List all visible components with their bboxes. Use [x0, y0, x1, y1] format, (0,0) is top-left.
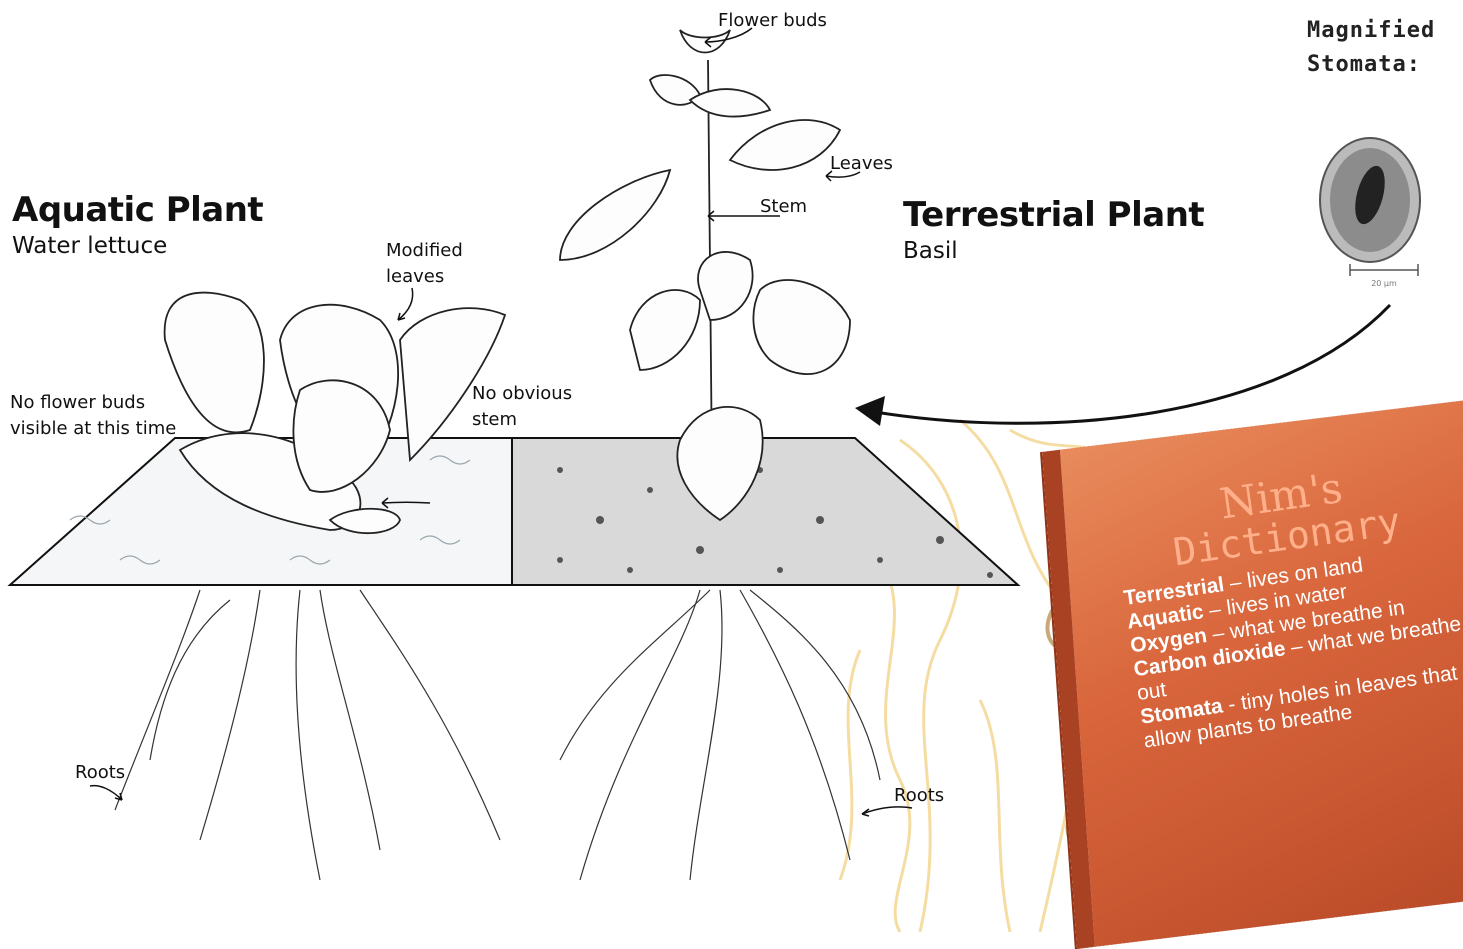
- label-no-buds-line2: visible at this time: [10, 416, 176, 442]
- aquatic-title: Aquatic Plant: [12, 190, 263, 230]
- stomata-image: [1320, 138, 1420, 276]
- stomata-arrow: [855, 305, 1390, 426]
- magnified-stomata-heading: Magnified Stomata:: [1307, 14, 1435, 82]
- label-modified-leaves-line1: Modified: [386, 238, 463, 264]
- label-no-stem-line1: No obvious: [472, 381, 572, 407]
- water-lettuce-roots: [115, 590, 500, 880]
- label-modified-leaves: Modified leaves: [386, 238, 463, 290]
- label-aquatic-roots: Roots: [75, 760, 125, 786]
- aquatic-subtitle: Water lettuce: [12, 233, 167, 259]
- dictionary-content: Nim's Dictionary Terrestrial – lives on …: [1110, 453, 1463, 754]
- label-terrestrial-roots: Roots: [894, 783, 944, 809]
- label-flower-buds: Flower buds: [718, 8, 827, 34]
- label-modified-leaves-line2: leaves: [386, 264, 463, 290]
- terrestrial-title: Terrestrial Plant: [903, 195, 1204, 235]
- ground-slab: [10, 438, 1018, 585]
- label-stem: Stem: [760, 194, 807, 220]
- magnified-line1: Magnified: [1307, 14, 1435, 48]
- label-leaves: Leaves: [830, 151, 893, 177]
- label-no-buds-line1: No flower buds: [10, 390, 176, 416]
- label-no-obvious-stem: No obvious stem: [472, 381, 572, 433]
- label-no-stem-line2: stem: [472, 407, 572, 433]
- terrestrial-subtitle: Basil: [903, 238, 958, 264]
- magnified-line2: Stomata:: [1307, 48, 1435, 82]
- basil-roots: [560, 590, 880, 880]
- label-no-flower-buds: No flower buds visible at this time: [10, 390, 176, 442]
- stomata-scale-label: 20 µm: [1371, 279, 1397, 288]
